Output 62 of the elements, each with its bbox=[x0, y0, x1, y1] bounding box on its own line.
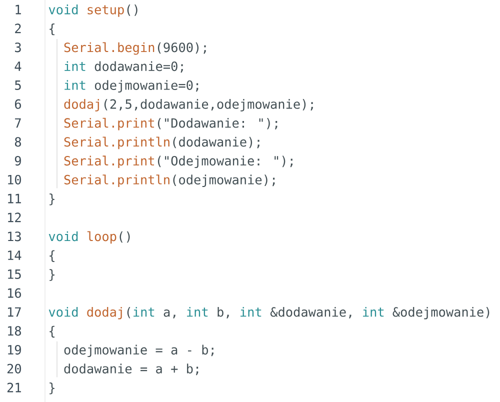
code-text: Serial.println bbox=[64, 136, 170, 150]
code-text: odejmowanie=0; bbox=[94, 80, 198, 92]
code-text: } bbox=[50, 382, 54, 394]
code-text: b, bbox=[218, 306, 229, 318]
code-text: { bbox=[50, 23, 54, 36]
code-text: (9600); bbox=[158, 42, 206, 54]
line-number: 7 bbox=[15, 118, 21, 128]
code-text: odejmowanie = a - b; bbox=[64, 344, 214, 358]
code-text: dodawanie = a + b; bbox=[64, 364, 198, 376]
code-text: int bbox=[240, 306, 262, 317]
code-text: Serial.begin bbox=[64, 42, 154, 55]
code-text: } bbox=[50, 269, 54, 281]
code-text: void bbox=[48, 231, 78, 242]
line-number: 6 bbox=[15, 99, 21, 109]
code-text: Serial.print bbox=[64, 118, 154, 130]
code-text: { bbox=[50, 250, 54, 262]
code-text: setup bbox=[88, 5, 124, 17]
code-text: loop bbox=[87, 231, 116, 244]
code-text: a, bbox=[164, 310, 176, 318]
line-number: 14 bbox=[8, 250, 22, 260]
code-text: (odejmowanie); bbox=[173, 174, 275, 187]
code-text: int bbox=[363, 306, 384, 317]
code-text: () bbox=[127, 4, 138, 16]
code-text: &dodawanie, bbox=[270, 306, 352, 318]
line-number: 3 bbox=[15, 42, 21, 52]
code-text: Serial.println bbox=[64, 174, 170, 187]
code-text: (dodawanie); bbox=[173, 136, 260, 148]
line-number: 10 bbox=[8, 174, 21, 184]
line-number: 11 bbox=[8, 194, 21, 204]
code-text: int bbox=[64, 80, 86, 90]
line-number: 15 bbox=[8, 270, 21, 279]
code-text: Serial.print bbox=[64, 156, 154, 168]
code-text: &odejmowanie) bbox=[392, 306, 490, 320]
code-text: int bbox=[134, 306, 154, 317]
line-number: 19 bbox=[8, 344, 21, 355]
code-text: ("Odejmowanie: "); bbox=[158, 156, 292, 168]
code-text: { bbox=[50, 326, 54, 338]
code-text: () bbox=[120, 231, 130, 243]
line-number: 13 bbox=[8, 232, 21, 242]
code-text: dodaj bbox=[64, 99, 99, 112]
line-number: 16 bbox=[8, 288, 21, 298]
code-text: int bbox=[64, 61, 86, 71]
code-text: int bbox=[187, 306, 208, 317]
line-number: 9 bbox=[14, 156, 21, 166]
code-text: (2,5,dodawanie,odejmowanie); bbox=[104, 99, 313, 112]
code-text: dodawanie=0; bbox=[94, 61, 183, 73]
line-number: 21 bbox=[7, 382, 21, 392]
line-number: 18 bbox=[8, 326, 21, 336]
line-number: 12 bbox=[8, 212, 21, 222]
line-number: 8 bbox=[14, 137, 21, 147]
code-text: void bbox=[48, 4, 78, 14]
code-text: ("Dodawanie: "); bbox=[158, 118, 278, 130]
code-text: ( bbox=[127, 306, 130, 318]
line-number: 17 bbox=[8, 307, 21, 317]
line-number: 2 bbox=[15, 24, 21, 34]
line-number: 1 bbox=[16, 4, 21, 14]
line-number: 5 bbox=[15, 80, 21, 90]
code-text: } bbox=[50, 194, 54, 206]
line-number: 20 bbox=[7, 364, 21, 374]
code-text: dodaj bbox=[87, 306, 122, 320]
line-number: 4 bbox=[14, 62, 22, 71]
code-text: void bbox=[48, 306, 78, 317]
